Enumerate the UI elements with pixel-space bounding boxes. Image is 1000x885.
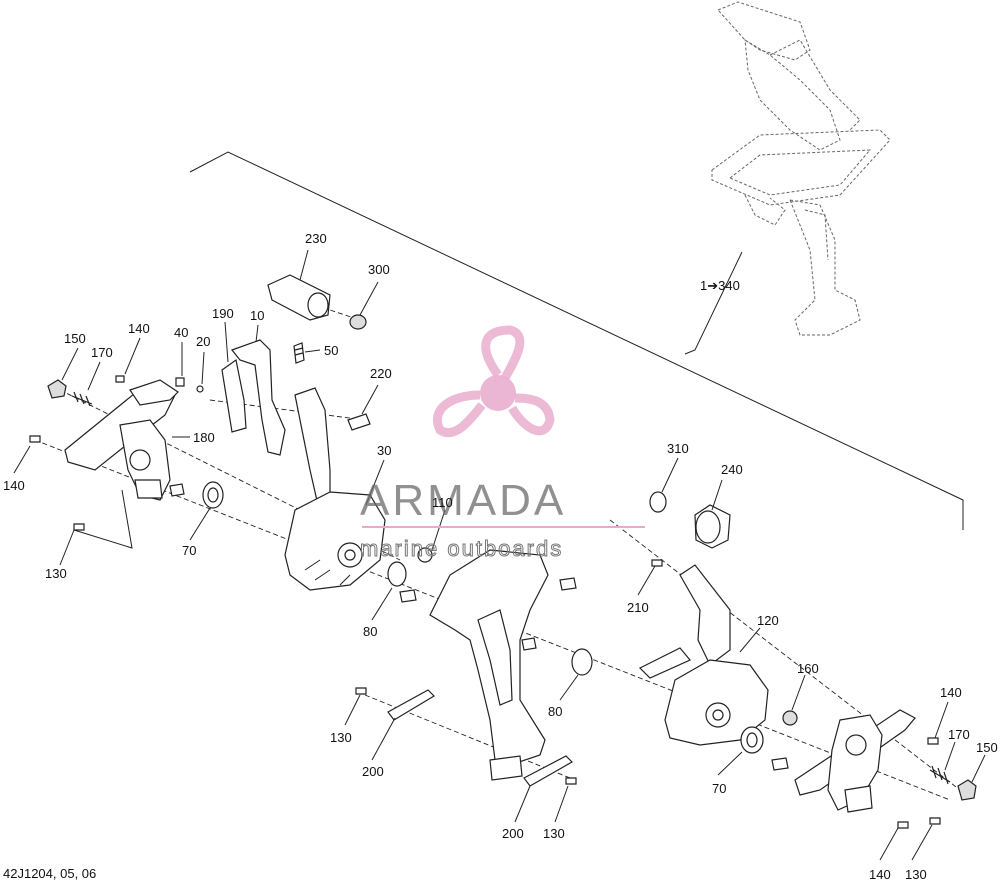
axis-right <box>609 519 961 791</box>
part-150-left <box>47 379 67 399</box>
callout-160: 160 <box>797 661 819 676</box>
callout-220: 220 <box>370 366 392 381</box>
assembly-bracket <box>189 151 964 530</box>
screw-130-mid <box>355 687 367 695</box>
plate-200-left <box>387 689 435 721</box>
part-150-right <box>957 779 977 801</box>
callout-210: 210 <box>627 600 649 615</box>
spring-170-left <box>71 391 93 407</box>
watermark-brand: ARMADA <box>360 476 566 525</box>
screw-210 <box>651 559 663 567</box>
bushing-70-right <box>740 726 764 754</box>
cap-300-part <box>349 314 367 330</box>
callout-150-right: 150 <box>976 740 998 755</box>
ring-310 <box>649 491 667 513</box>
callout-80-left: 80 <box>363 624 377 639</box>
callout-180: 180 <box>193 430 215 445</box>
callout-120: 120 <box>757 613 779 628</box>
spring-170-right <box>929 765 951 785</box>
lever-10-part <box>231 339 286 456</box>
part-160 <box>782 710 798 726</box>
clip-left <box>169 483 185 497</box>
callout-130-mid: 130 <box>330 730 352 745</box>
callout-30: 30 <box>377 443 391 458</box>
part-110 <box>417 547 433 563</box>
plate-190-part <box>221 358 247 433</box>
callout-20: 20 <box>196 334 210 349</box>
callout-labels: 230 300 190 10 50 40 20 140 150 170 180 … <box>3 231 998 882</box>
sleeve-240 <box>694 504 731 549</box>
clip-right-low <box>771 757 789 771</box>
callout-70-left: 70 <box>182 543 196 558</box>
callout-170-left: 170 <box>91 345 113 360</box>
callout-10: 10 <box>250 308 264 323</box>
callout-300: 300 <box>368 262 390 277</box>
callout-40: 40 <box>174 325 188 340</box>
callout-80-right: 80 <box>548 704 562 719</box>
callout-140-top: 140 <box>128 321 150 336</box>
phantom-control-assembly <box>711 1 891 336</box>
callout-230: 230 <box>305 231 327 246</box>
main-lever-30-part <box>284 387 386 591</box>
callout-140-left: 140 <box>3 478 25 493</box>
ring-80-left <box>387 561 407 587</box>
clip-right-top <box>559 577 577 591</box>
plate-200-right <box>523 755 573 787</box>
left-bracket-part <box>64 379 179 501</box>
diagram-reference-code: 42J1204, 05, 06 <box>3 866 96 881</box>
axis-plate <box>364 694 576 781</box>
callout-140-right: 140 <box>940 685 962 700</box>
callout-170-right: 170 <box>948 727 970 742</box>
callout-130-left: 130 <box>45 566 67 581</box>
callout-50: 50 <box>324 343 338 358</box>
callout-130-bottom: 130 <box>543 826 565 841</box>
callout-150-left: 150 <box>64 331 86 346</box>
bushing-70-left <box>202 481 224 509</box>
center-housing-part <box>429 549 549 781</box>
clip-mid2 <box>521 637 537 651</box>
pin-220-part <box>347 413 371 431</box>
sleeve-230-part <box>267 274 331 321</box>
callout-240: 240 <box>721 462 743 477</box>
screw-130-low <box>565 777 577 785</box>
right-bracket-part <box>794 709 916 813</box>
spring-50-part <box>293 342 305 364</box>
clip-mid <box>399 589 417 603</box>
watermark-tagline: marine outboards <box>360 536 563 561</box>
callout-140-bottom: 140 <box>869 867 891 882</box>
screws-right <box>897 737 941 829</box>
callout-190: 190 <box>212 306 234 321</box>
screws-left <box>29 375 204 549</box>
callout-70-right: 70 <box>712 781 726 796</box>
leader-lines <box>13 249 986 861</box>
right-lever-120-part <box>638 564 769 746</box>
callout-1-to-340: 1➔340 <box>700 278 740 293</box>
callout-110: 110 <box>432 495 453 510</box>
ring-80-right <box>571 648 593 676</box>
callout-130-right: 130 <box>905 867 927 882</box>
callout-200-left: 200 <box>362 764 384 779</box>
armada-watermark-logo <box>433 325 555 437</box>
callout-200-right: 200 <box>502 826 524 841</box>
callout-310: 310 <box>667 441 689 456</box>
